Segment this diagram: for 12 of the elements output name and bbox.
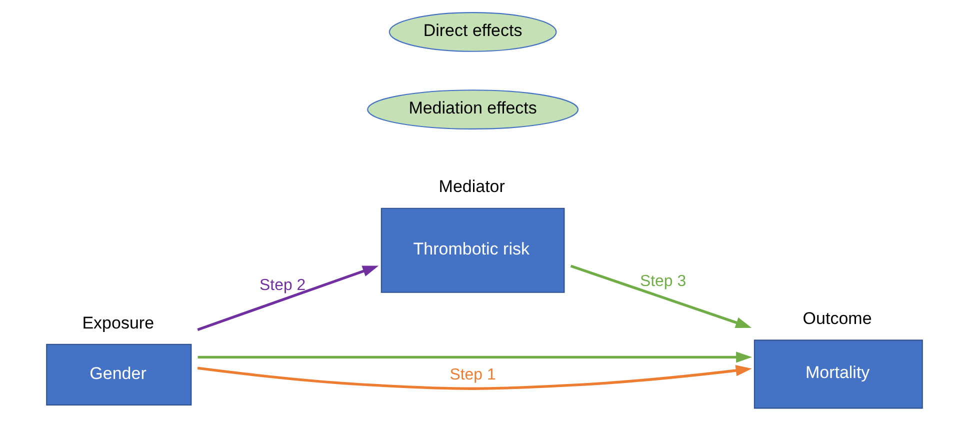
node-ellipse: Direct effects bbox=[388, 12, 556, 52]
node-ellipse: Mediation effects bbox=[366, 90, 578, 130]
edge-label: Step 2 bbox=[259, 277, 306, 294]
edge-label: Step 1 bbox=[449, 366, 496, 384]
node-label: Exposure bbox=[82, 313, 154, 332]
edge-label: Step 3 bbox=[640, 272, 686, 290]
node-label: Outcome bbox=[802, 309, 872, 328]
arrow bbox=[197, 352, 752, 363]
arrow bbox=[570, 264, 752, 328]
node-label: Mediator bbox=[438, 177, 504, 196]
arrow bbox=[196, 266, 378, 331]
arrow bbox=[196, 364, 752, 390]
